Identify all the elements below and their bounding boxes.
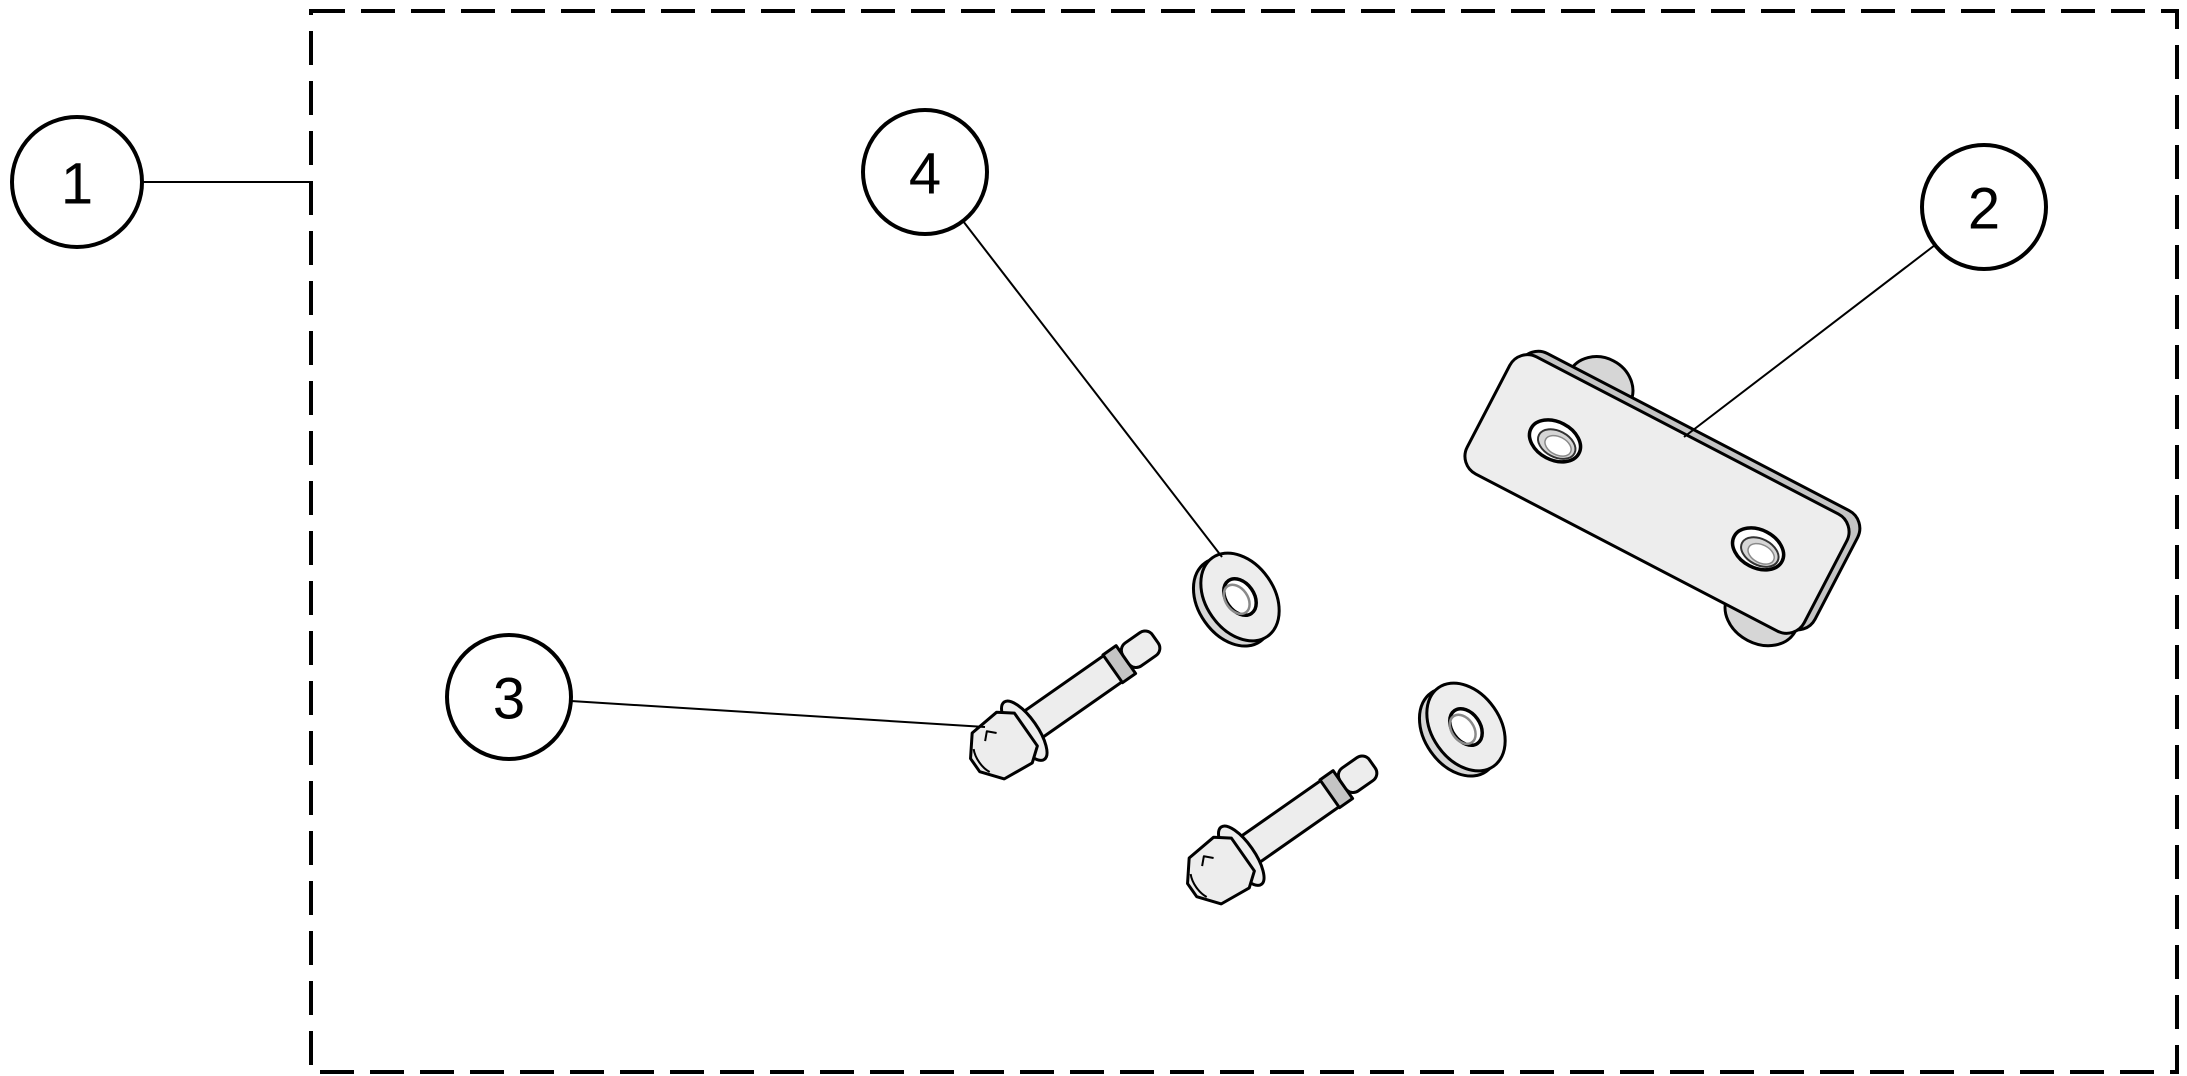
bolt-right [1186,754,1379,906]
bolt-right-head-facet [1189,873,1208,898]
callout-1-label: 1 [61,152,93,217]
callout-3-circle [445,633,573,761]
bolt-right-hex-head [1186,835,1256,906]
callout-4: 4 [861,108,1223,558]
washer-lower-hole-wall [1448,713,1477,746]
plate-hole-left-core [1544,434,1572,457]
callout-2-label: 2 [1968,177,2000,242]
bolt-left-tip [1119,629,1162,670]
callout-4-circle [861,108,989,236]
washer-upper [1191,551,1281,648]
callout-3-label: 3 [493,667,525,732]
plate-hole-right-core [1747,542,1775,565]
washer-lower [1417,681,1507,778]
callout-2-leader-line [1683,244,1936,438]
washer-upper-hole-wall [1222,583,1251,616]
bolt-left-hex-head [969,710,1039,781]
callout-4-label: 4 [909,142,941,207]
kit-boundary-dashed-box [309,9,2179,1074]
bolt-left-head-mark [984,730,997,742]
callout-1: 1 [10,115,311,249]
plate-front-face [1463,353,1851,635]
plate-hole-left [1527,418,1583,464]
bolt-left-head-facet [972,748,991,773]
mounting-plate [1463,349,1862,648]
bolt-left [969,629,1162,781]
callout-2: 2 [1683,143,2048,438]
plate-hole-right [1730,526,1786,572]
callout-3: 3 [445,633,986,761]
callout-1-circle [10,115,144,249]
callout-2-circle [1920,143,2048,271]
bolt-right-tip [1336,754,1379,795]
callout-3-leader-line [570,700,986,728]
callout-4-leader-line [962,220,1223,558]
bolt-right-head-mark [1201,855,1214,867]
